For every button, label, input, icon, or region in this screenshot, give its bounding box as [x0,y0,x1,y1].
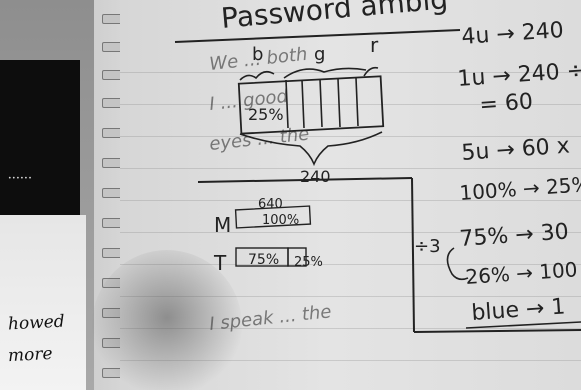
calc-line-6: 75% → 30 [459,219,570,252]
bar-total: 240 [300,167,331,186]
calc-line-1: 4u → 240 [461,18,565,50]
thumb-shadow [92,250,242,390]
t-percent-a: 75% [248,252,279,268]
bar-label-r: r [370,33,379,57]
m-value: 640 [258,197,283,212]
calc-line-3: = 60 [479,89,534,118]
row-label-m: M [214,213,231,237]
bar-label-g: g [314,44,325,65]
calc-divide: ÷3 [414,236,441,257]
m-percent: 100% [262,213,299,228]
bar-percent: 25% [248,105,284,124]
calc-line-8: blue → 1 [471,294,566,325]
notes-title: Password ambig [220,0,449,35]
t-percent-b: 25% [294,255,323,270]
calc-line-7: 26% → 100 [465,257,579,289]
bar-label-b: b [252,44,263,65]
calc-line-4: 5u → 60 x [461,133,571,165]
calc-line-5: 100% → 25% [459,172,581,205]
calc-line-2: 1u → 240 ÷ [457,58,581,92]
